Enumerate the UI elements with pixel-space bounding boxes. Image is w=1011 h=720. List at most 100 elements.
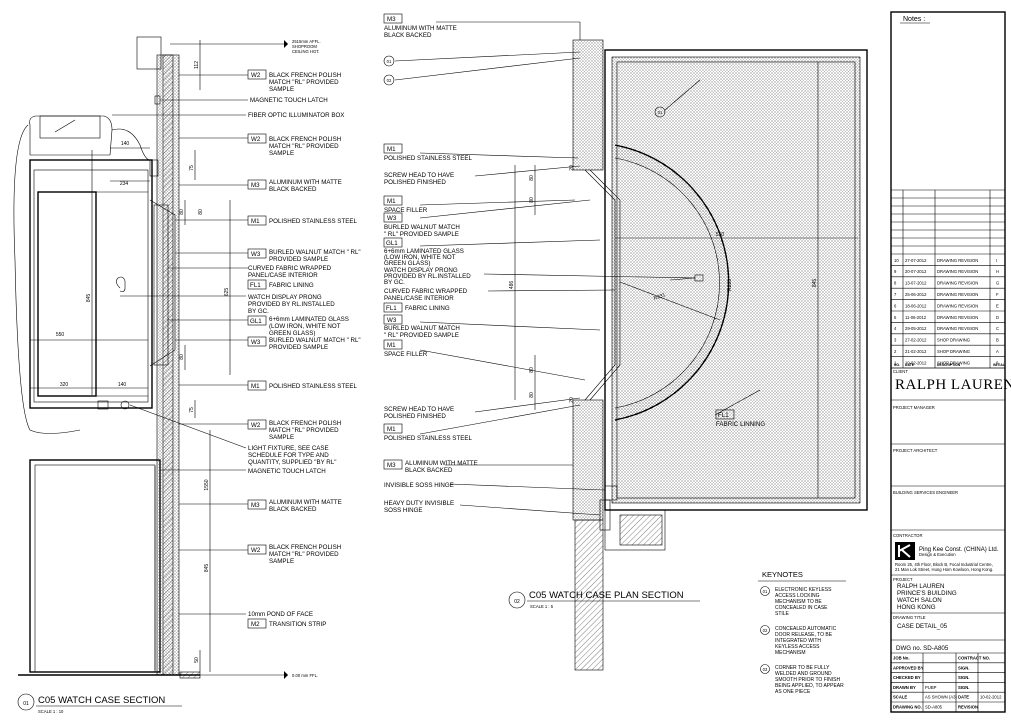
svg-text:Notes :: Notes : — [903, 16, 925, 23]
svg-text:21 Man Lok Street, Hung Hom Ko: 21 Man Lok Street, Hung Hom Kowloon, Hon… — [895, 567, 993, 572]
svg-text:BLACK FRENCH POLISH: BLACK FRENCH POLISH — [269, 544, 341, 551]
svg-text:FABRIC LINING: FABRIC LINING — [269, 282, 314, 289]
svg-text:BURLED WALNUT MATCH: BURLED WALNUT MATCH — [384, 224, 460, 231]
plan-callout-w3-b: W3 BURLED WALNUT MATCH" RL" PROVIDED SAM… — [383, 314, 460, 339]
revision-cell: 4 — [894, 326, 897, 331]
svg-text:WATCH SALON: WATCH SALON — [897, 597, 942, 604]
svg-text:SCREW HEAD TO HAVE: SCREW HEAD TO HAVE — [384, 406, 454, 413]
svg-text:SCALE 1 : 5: SCALE 1 : 5 — [530, 604, 554, 609]
dwg-number: DWG no. SD-A805 — [896, 645, 949, 652]
svg-text:M1: M1 — [387, 146, 396, 153]
plan-stile-top — [572, 39, 604, 171]
info-cell: CONTRACT NO. — [958, 656, 990, 661]
plan-drawing: 01 02 01 80 80 486 80 80 20 20 550 845 R — [383, 21, 868, 671]
svg-text:SCHEDULE FOR TYPE AND: SCHEDULE FOR TYPE AND — [248, 452, 329, 459]
revision-header: NO. — [894, 363, 900, 367]
drawing-title: CASE DETAIL_05 — [897, 623, 948, 630]
svg-text:BLACK BACKED: BLACK BACKED — [384, 32, 432, 39]
revision-cell: A — [996, 349, 999, 354]
svg-text:FABRIC LINNING: FABRIC LINNING — [716, 421, 765, 428]
svg-text:PANEL/CASE INTERIOR: PANEL/CASE INTERIOR — [384, 295, 454, 302]
callout-gl1-a: GL1 6+6mm LAMINATED GLASS(LOW IRON, WHIT… — [247, 315, 349, 337]
svg-text:ALUMINUM WITH MATTE: ALUMINUM WITH MATTE — [384, 25, 457, 32]
svg-text:625: 625 — [224, 288, 230, 297]
revision-cell: DRAWING REVISION — [937, 326, 978, 331]
revision-cell: B — [996, 338, 999, 343]
svg-text:PROJECT ARCHITECT: PROJECT ARCHITECT — [893, 448, 938, 453]
callout-latch-b: MAGNETIC TOUCH LATCH — [248, 468, 326, 475]
svg-text:BLACK BACKED: BLACK BACKED — [269, 506, 317, 513]
revision-cell: G — [996, 281, 999, 286]
svg-text:80: 80 — [529, 175, 535, 181]
svg-text:Room 25, 4th Floor, Block B, F: Room 25, 4th Floor, Block B, Focal Indus… — [895, 562, 993, 567]
revision-header: DATE — [905, 363, 915, 367]
svg-text:KEYLESS ACCESS: KEYLESS ACCESS — [775, 644, 820, 650]
svg-text:CURVED FABRIC WRAPPED: CURVED FABRIC WRAPPED — [384, 288, 468, 295]
svg-text:320: 320 — [60, 382, 69, 388]
info-cell: DATE — [958, 695, 969, 700]
svg-text:80: 80 — [529, 197, 535, 203]
info-cell: REVISION — [958, 705, 978, 710]
revision-cell: 0 — [996, 360, 999, 365]
svg-text:C05 WATCH CASE PLAN SECTION: C05 WATCH CASE PLAN SECTION — [529, 590, 684, 601]
svg-text:PROVIDED SAMPLE: PROVIDED SAMPLE — [269, 344, 328, 351]
svg-text:" RL" PROVIDED SAMPLE: " RL" PROVIDED SAMPLE — [384, 332, 459, 339]
info-cell: 10-02-2012 — [980, 695, 1002, 700]
svg-text:10mm POND OF FACE: 10mm POND OF FACE — [248, 611, 313, 618]
svg-text:" RL" PROVIDED SAMPLE: " RL" PROVIDED SAMPLE — [384, 231, 459, 238]
svg-text:BLACK BACKED: BLACK BACKED — [405, 467, 453, 474]
svg-text:Ping Kee Const. (CHINA) Ltd.: Ping Kee Const. (CHINA) Ltd. — [919, 547, 999, 553]
revision-grid — [891, 189, 1005, 368]
plan-callout-fabric-linning: FL1 FABRIC LINNING — [715, 409, 765, 428]
svg-text:BURLED WALNUT MATCH " RL": BURLED WALNUT MATCH " RL" — [269, 337, 361, 344]
svg-text:550: 550 — [716, 232, 725, 238]
svg-text:PROJECT: PROJECT — [893, 577, 913, 582]
revision-cell: I — [996, 258, 997, 263]
svg-text:M1: M1 — [387, 426, 396, 433]
info-cell: SIGN. — [958, 685, 969, 690]
svg-text:GREEN GLASS): GREEN GLASS) — [384, 260, 430, 267]
revision-cell: E — [996, 303, 999, 308]
svg-text:QUANTITY, SUPPLIED "BY RL": QUANTITY, SUPPLIED "BY RL" — [248, 459, 336, 466]
svg-text:SAMPLE: SAMPLE — [269, 434, 294, 441]
svg-text:ALUMINUM WITH MATTE: ALUMINUM WITH MATTE — [269, 499, 342, 506]
svg-text:ACCESS LOCKING: ACCESS LOCKING — [775, 593, 820, 599]
svg-text:POLISHED STAINLESS STEEL: POLISHED STAINLESS STEEL — [269, 218, 357, 225]
svg-text:AS ONE PIECE: AS ONE PIECE — [775, 689, 811, 695]
svg-text:CEILING HGT.: CEILING HGT. — [292, 49, 319, 54]
svg-text:M3: M3 — [387, 462, 396, 469]
revision-cell: 10 — [894, 258, 899, 263]
svg-text:MATCH "RL" PROVIDED: MATCH "RL" PROVIDED — [269, 427, 339, 434]
svg-text:KEYNOTES: KEYNOTES — [762, 570, 803, 579]
revision-cell: 7 — [894, 292, 897, 297]
svg-text:TRANSITION STRIP: TRANSITION STRIP — [269, 621, 326, 628]
svg-text:PROVIDED BY RL.INSTALLED: PROVIDED BY RL.INSTALLED — [248, 301, 335, 308]
svg-text:FL1: FL1 — [718, 412, 729, 419]
svg-text:WATCH DISPLAY PRONG: WATCH DISPLAY PRONG — [384, 267, 458, 274]
lower-cabinet — [29, 459, 161, 673]
svg-text:M1: M1 — [251, 218, 260, 225]
svg-text:MATCH "RL" PROVIDED: MATCH "RL" PROVIDED — [269, 143, 339, 150]
svg-text:80: 80 — [179, 354, 185, 360]
svg-text:W2: W2 — [251, 72, 261, 79]
plan-callout-w3-a: W3 BURLED WALNUT MATCH" RL" PROVIDED SAM… — [383, 212, 460, 238]
svg-text:MATCH "RL" PROVIDED: MATCH "RL" PROVIDED — [269, 79, 339, 86]
svg-text:M1: M1 — [251, 383, 260, 390]
svg-text:140: 140 — [118, 382, 127, 388]
level-markers: 2515mm AFFL. SHOPROOM CEILING HGT. 0.00 … — [170, 39, 321, 679]
revision-cell: 6 — [894, 303, 897, 308]
revision-cell: 10-02-2012 — [905, 360, 927, 365]
svg-text:SPACE FILLER: SPACE FILLER — [384, 207, 428, 214]
revision-cell: D — [996, 315, 999, 320]
info-cell: PUBP — [925, 685, 937, 690]
svg-text:75: 75 — [189, 165, 195, 171]
plan-callout-spacer-b: M1 SPACE FILLER — [383, 339, 428, 358]
svg-text:FL1: FL1 — [250, 282, 261, 289]
svg-text:550: 550 — [56, 332, 65, 338]
